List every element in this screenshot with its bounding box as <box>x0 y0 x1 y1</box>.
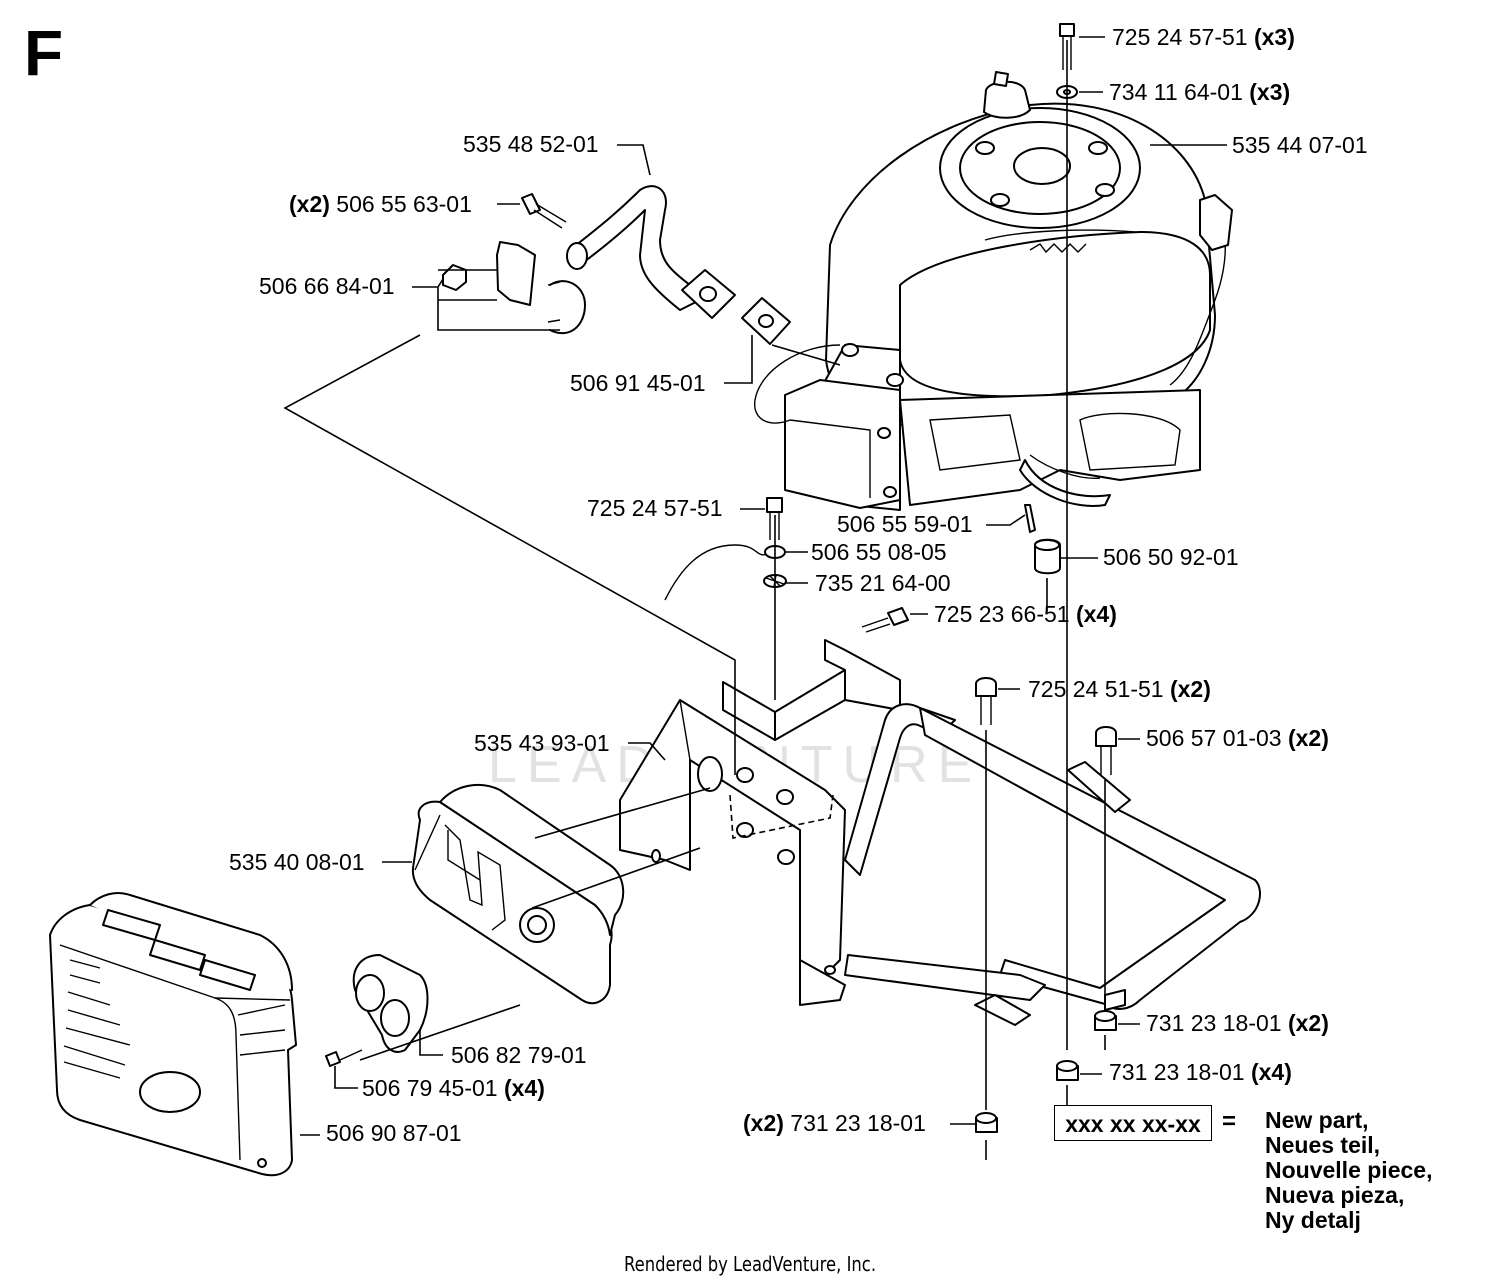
legend-text: New part, Neues teil, Nouvelle piece, Nu… <box>1265 1108 1432 1233</box>
heat-shield-screw[interactable] <box>325 1049 363 1067</box>
callout-2: 734 11 64-01 (x3) <box>1109 79 1290 105</box>
engine-frame[interactable] <box>844 703 1261 1026</box>
legend-line-fr: Nouvelle piece, <box>1265 1157 1433 1183</box>
legend-equals: = <box>1222 1108 1237 1135</box>
heat-shield[interactable] <box>49 892 297 1177</box>
exhaust-gasket[interactable] <box>741 297 791 345</box>
callout-4: 535 48 52-01 <box>463 131 599 157</box>
callout-9: 506 55 59-01 <box>837 511 973 537</box>
legend-line-de: Neues teil, <box>1265 1132 1381 1158</box>
callout-14: 725 24 51-51 (x2) <box>1028 676 1211 702</box>
section-letter: F <box>24 17 64 89</box>
spacer[interactable] <box>1034 538 1061 575</box>
nut-lower[interactable] <box>1056 1060 1079 1081</box>
frame-bolt[interactable] <box>975 677 997 725</box>
legend-line-sv: Ny detalj <box>1265 1207 1361 1233</box>
callout-5: (x2) 506 55 63-01 <box>289 191 472 217</box>
tailpipe[interactable] <box>352 954 429 1053</box>
frame-bolt-2[interactable] <box>1095 726 1117 775</box>
callout-16: 506 57 01-03 (x2) <box>1146 725 1329 751</box>
callout-1: 725 24 57-51 (x3) <box>1112 24 1295 50</box>
nut-bottom[interactable] <box>975 1112 998 1133</box>
callout-7: 506 91 45-01 <box>570 370 706 396</box>
pipe-bolt[interactable] <box>521 193 567 229</box>
legend-line-en: New part, <box>1265 1107 1369 1133</box>
callout-18: 506 82 79-01 <box>451 1042 587 1068</box>
callout-11: 735 21 64-00 <box>815 570 951 596</box>
callout-19: 506 79 45-01 (x4) <box>362 1075 545 1101</box>
muffler-bracket[interactable] <box>619 639 901 1006</box>
assembly-lines <box>283 40 1106 1160</box>
callout-23: (x2) 731 23 18-01 <box>743 1110 926 1136</box>
top-bolt[interactable] <box>1059 23 1075 70</box>
pipe-clamp[interactable] <box>442 241 586 335</box>
legend-sample-box: xxx xx xx-xx <box>1054 1105 1212 1141</box>
bracket-bolt[interactable] <box>861 607 909 633</box>
callout-22: 506 90 87-01 <box>326 1120 462 1146</box>
credit-footer: Rendered by LeadVenture, Inc. <box>623 1252 877 1276</box>
key[interactable] <box>1024 504 1036 533</box>
ground-wire[interactable] <box>664 544 786 601</box>
callout-17: 535 40 08-01 <box>229 849 365 875</box>
exhaust-pipe[interactable] <box>566 185 736 319</box>
callout-21: 731 23 18-01 (x4) <box>1109 1059 1292 1085</box>
engine[interactable] <box>754 71 1233 511</box>
callout-10: 506 55 08-05 <box>811 539 947 565</box>
callouts: 725 24 57-51 (x3) 734 11 64-01 (x3) 535 … <box>229 24 1368 1146</box>
muffler[interactable] <box>411 783 625 1005</box>
legend-line-es: Nueva pieza, <box>1265 1182 1405 1208</box>
callout-13: 725 23 66-51 (x4) <box>934 601 1117 627</box>
callout-20: 731 23 18-01 (x2) <box>1146 1010 1329 1036</box>
callout-8: 725 24 57-51 <box>587 495 723 521</box>
ground-bolt[interactable] <box>766 497 783 540</box>
nut-right[interactable] <box>1094 1010 1117 1031</box>
callout-15: 535 43 93-01 <box>474 730 610 756</box>
callout-3: 535 44 07-01 <box>1232 132 1368 158</box>
leader-lines <box>300 36 1227 1136</box>
callout-12: 506 50 92-01 <box>1103 544 1239 570</box>
callout-6: 506 66 84-01 <box>259 273 395 299</box>
